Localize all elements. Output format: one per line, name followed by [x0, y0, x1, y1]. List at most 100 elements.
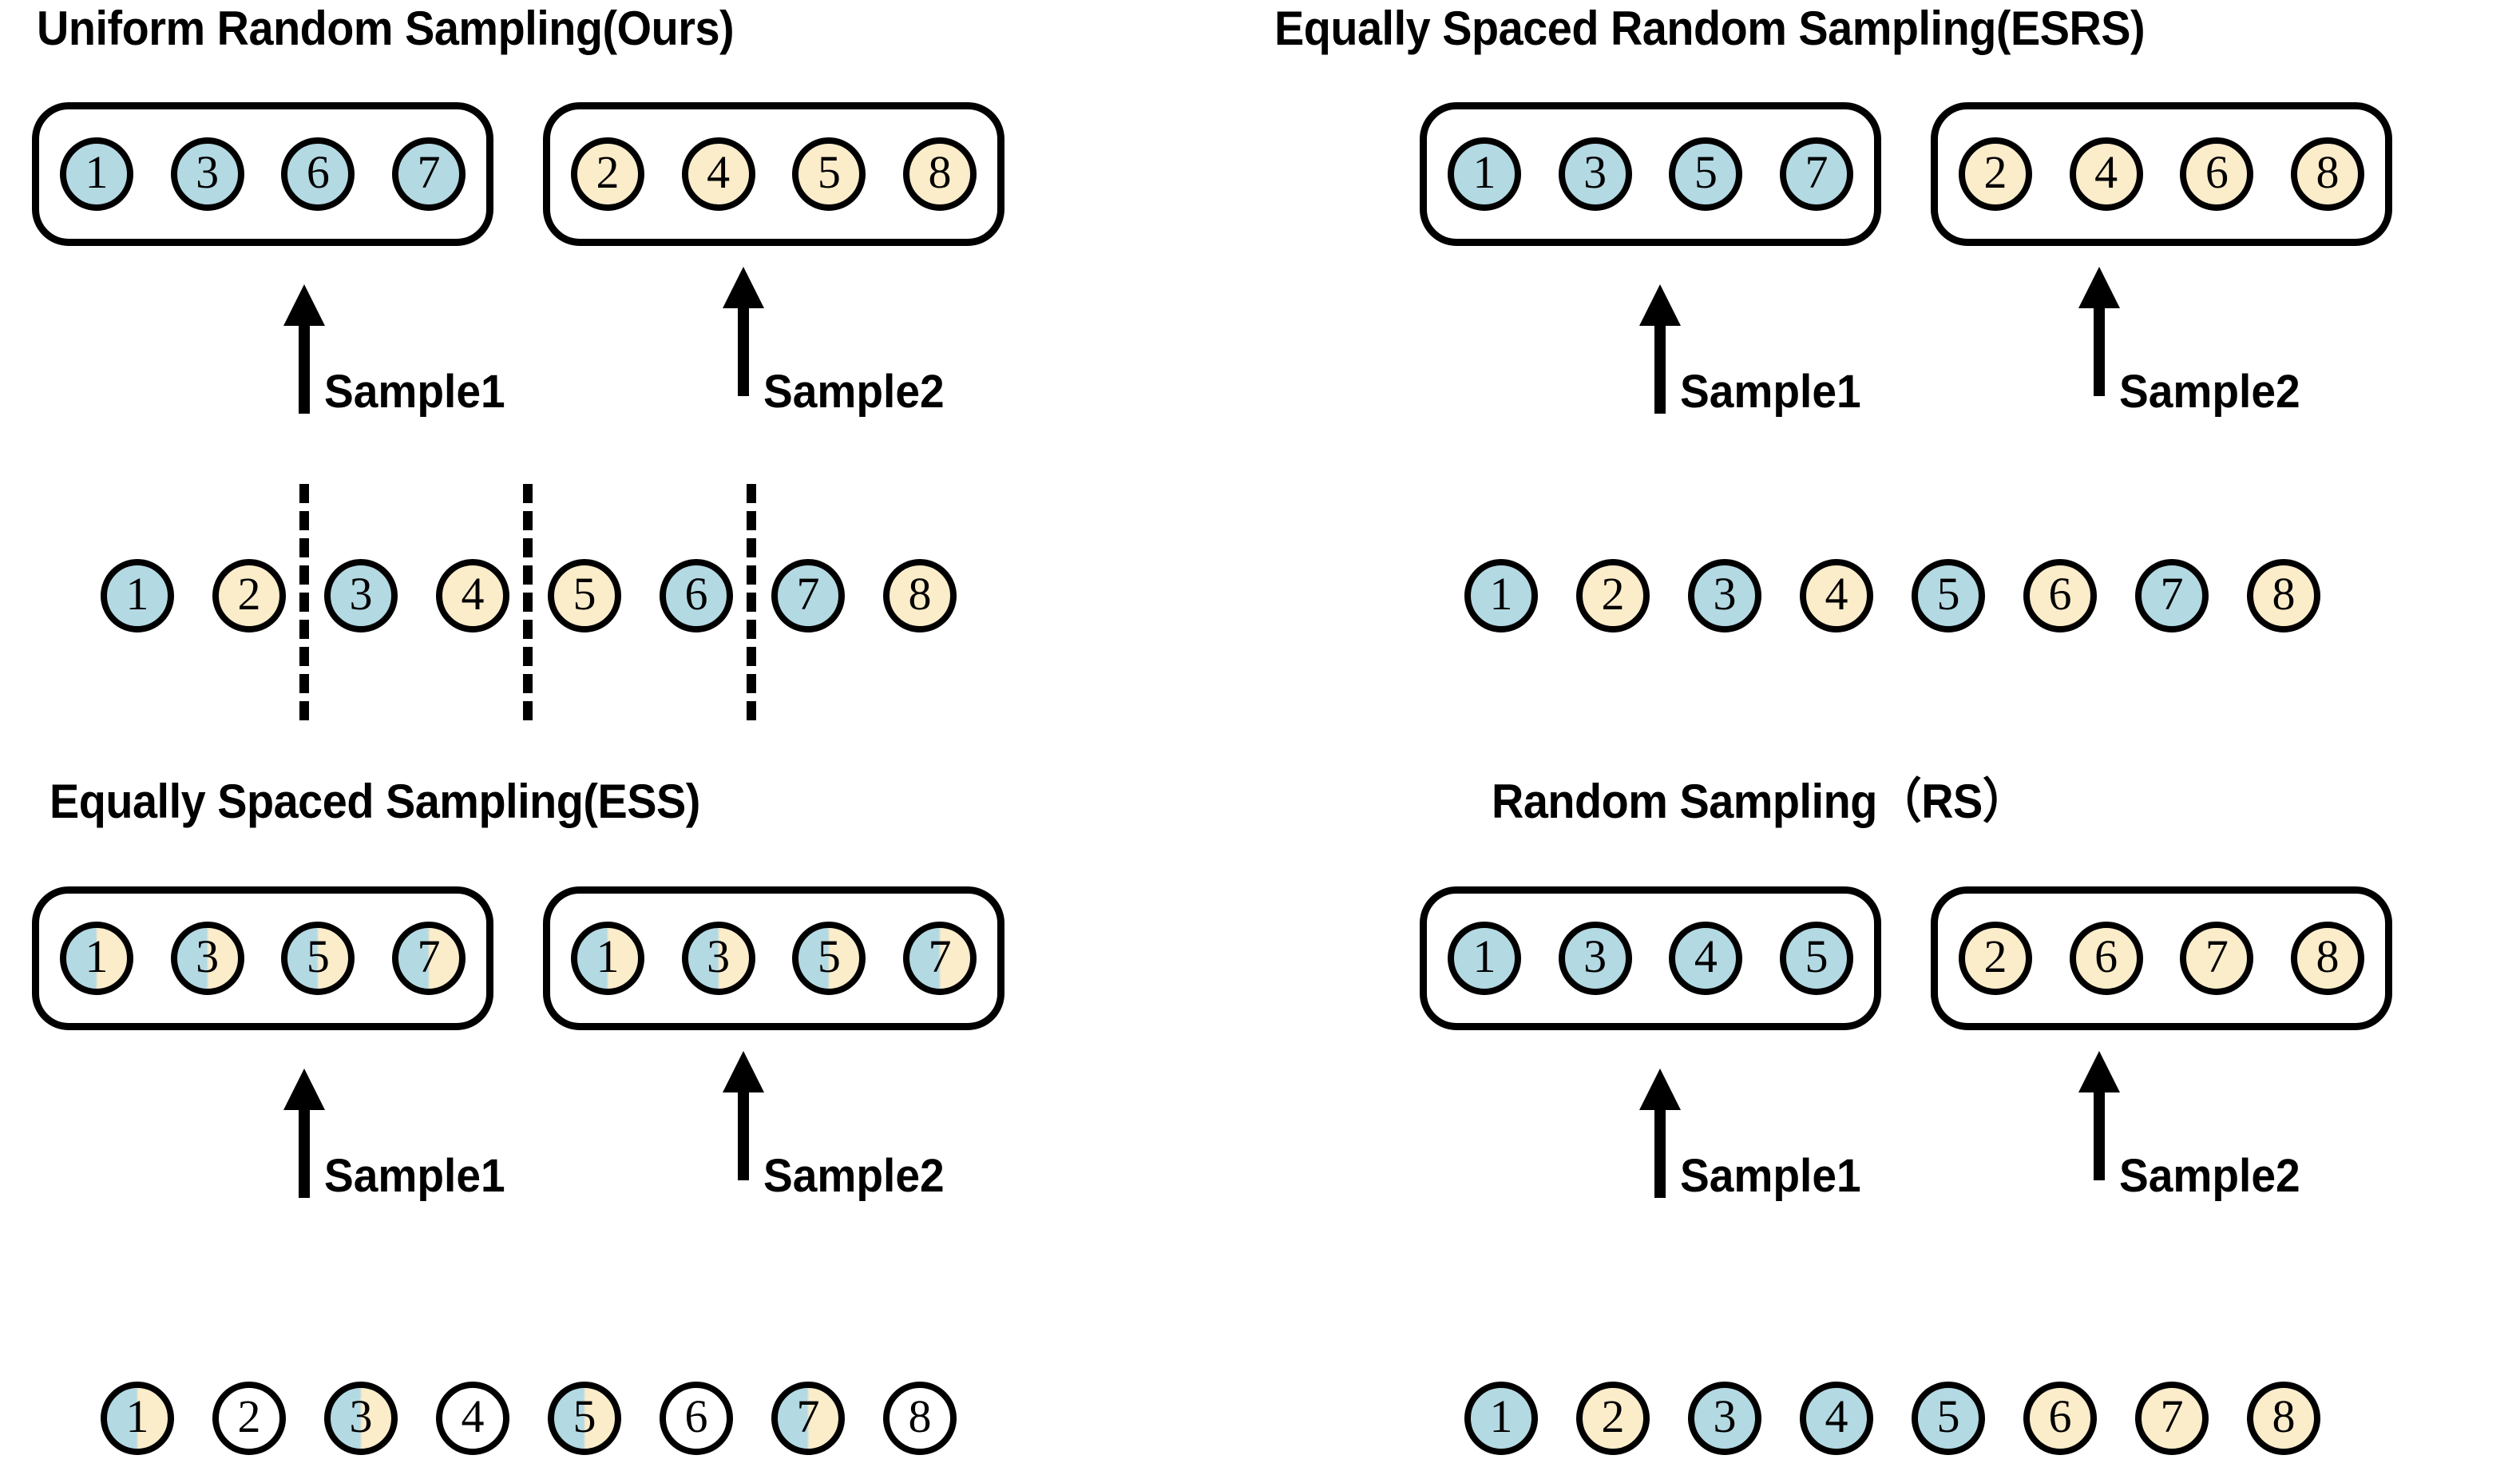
- source-item-2: 2: [212, 559, 286, 632]
- source-item-7: 7: [771, 1382, 845, 1455]
- source-item-7: 7: [771, 559, 845, 632]
- source-item-6: 6: [2023, 559, 2097, 632]
- sample-item-1: 1: [1448, 137, 1521, 211]
- sample-item-1: 1: [1448, 922, 1521, 995]
- source-sequence: 1 2 3 4 5 6 7 8: [1464, 1382, 2320, 1455]
- sample1-label: Sample1: [324, 1150, 505, 1202]
- sample-item-7: 7: [391, 137, 466, 211]
- circle-number: 4: [707, 146, 731, 198]
- circle-number: 1: [125, 1390, 149, 1442]
- circle-number: 6: [2048, 1390, 2072, 1442]
- circle-number: 3: [707, 930, 731, 982]
- circle-number: 3: [1713, 1390, 1737, 1442]
- circle-number: 8: [928, 146, 952, 198]
- sample-item-5: 5: [792, 922, 866, 995]
- circle-number: 2: [596, 146, 620, 198]
- sample-item-5: 5: [1779, 922, 1853, 995]
- sample-item-3: 3: [681, 922, 755, 995]
- circle-number: 5: [1694, 146, 1718, 198]
- circle-number: 6: [2094, 930, 2118, 982]
- sample-item-6: 6: [2180, 137, 2254, 211]
- source-item-5: 5: [548, 559, 621, 632]
- panel-title: Random Sampling（RS）: [1492, 775, 2027, 828]
- source-item-1: 1: [1464, 1382, 1538, 1455]
- sample-item-3: 3: [170, 137, 244, 211]
- source-item-5: 5: [548, 1382, 621, 1455]
- source-item-4: 4: [1800, 1382, 1873, 1455]
- circle-number: 3: [1583, 930, 1607, 982]
- circle-number: 2: [1601, 568, 1625, 620]
- sample-item-2: 2: [571, 137, 644, 211]
- circle-number: 2: [1983, 146, 2007, 198]
- sample-item-3: 3: [170, 922, 244, 995]
- source-item-3: 3: [324, 1382, 398, 1455]
- circle-number: 8: [908, 568, 932, 620]
- sample-item-8: 8: [2290, 137, 2364, 211]
- group-divider-3: [747, 484, 756, 720]
- circle-number: 7: [2205, 930, 2229, 982]
- source-item-5: 5: [1912, 1382, 1985, 1455]
- source-item-3: 3: [1688, 1382, 1761, 1455]
- source-item-2: 2: [1576, 1382, 1650, 1455]
- sample-item-6: 6: [2069, 922, 2143, 995]
- sample1-label: Sample1: [324, 366, 505, 418]
- circle-number: 5: [1936, 1390, 1960, 1442]
- circle-number: 5: [1805, 930, 1829, 982]
- sample-item-2: 2: [1959, 922, 2032, 995]
- circle-number: 1: [1489, 568, 1513, 620]
- source-item-7: 7: [2135, 1382, 2209, 1455]
- circle-number: 7: [2160, 568, 2184, 620]
- circle-number: 5: [306, 930, 330, 982]
- sample-item-5: 5: [281, 922, 355, 995]
- sample2-label: Sample2: [763, 366, 945, 418]
- sample-item-7: 7: [1779, 137, 1853, 211]
- sample-box-2[interactable]: 2 4 5 8: [543, 102, 1004, 246]
- circle-number: 8: [908, 1390, 932, 1442]
- circle-number: 7: [796, 1390, 820, 1442]
- source-item-2: 2: [212, 1382, 286, 1455]
- sample-item-1: 1: [60, 922, 133, 995]
- source-item-6: 6: [2023, 1382, 2097, 1455]
- circle-number: 1: [1472, 930, 1496, 982]
- sample-item-8: 8: [902, 137, 977, 211]
- sample-item-2: 2: [1959, 137, 2032, 211]
- circle-number: 2: [237, 1390, 261, 1442]
- source-item-6: 6: [660, 1382, 733, 1455]
- circle-number: 4: [1825, 568, 1848, 620]
- circle-number: 3: [349, 1390, 373, 1442]
- sample-item-1: 1: [571, 922, 644, 995]
- sample2-label: Sample2: [763, 1150, 945, 1202]
- sample-item-6: 6: [281, 137, 355, 211]
- sample2-label: Sample2: [2119, 1150, 2300, 1202]
- sample-item-4: 4: [681, 137, 755, 211]
- circle-number: 7: [1805, 146, 1829, 198]
- source-item-8: 8: [883, 559, 957, 632]
- circle-number: 1: [125, 568, 149, 620]
- source-item-8: 8: [883, 1382, 957, 1455]
- circle-number: 6: [2048, 568, 2072, 620]
- circle-number: 1: [596, 930, 620, 982]
- circle-number: 1: [85, 146, 109, 198]
- sample-item-7: 7: [902, 922, 977, 995]
- source-item-1: 1: [101, 559, 174, 632]
- circle-number: 8: [2272, 1390, 2296, 1442]
- circle-number: 4: [2094, 146, 2118, 198]
- source-item-5: 5: [1912, 559, 1985, 632]
- circle-number: 1: [1472, 146, 1496, 198]
- source-item-4: 4: [1800, 559, 1873, 632]
- sample-item-5: 5: [1669, 137, 1743, 211]
- circle-number: 2: [1601, 1390, 1625, 1442]
- circle-number: 2: [1983, 930, 2007, 982]
- circle-number: 8: [2272, 568, 2296, 620]
- circle-number: 5: [817, 146, 841, 198]
- source-item-7: 7: [2135, 559, 2209, 632]
